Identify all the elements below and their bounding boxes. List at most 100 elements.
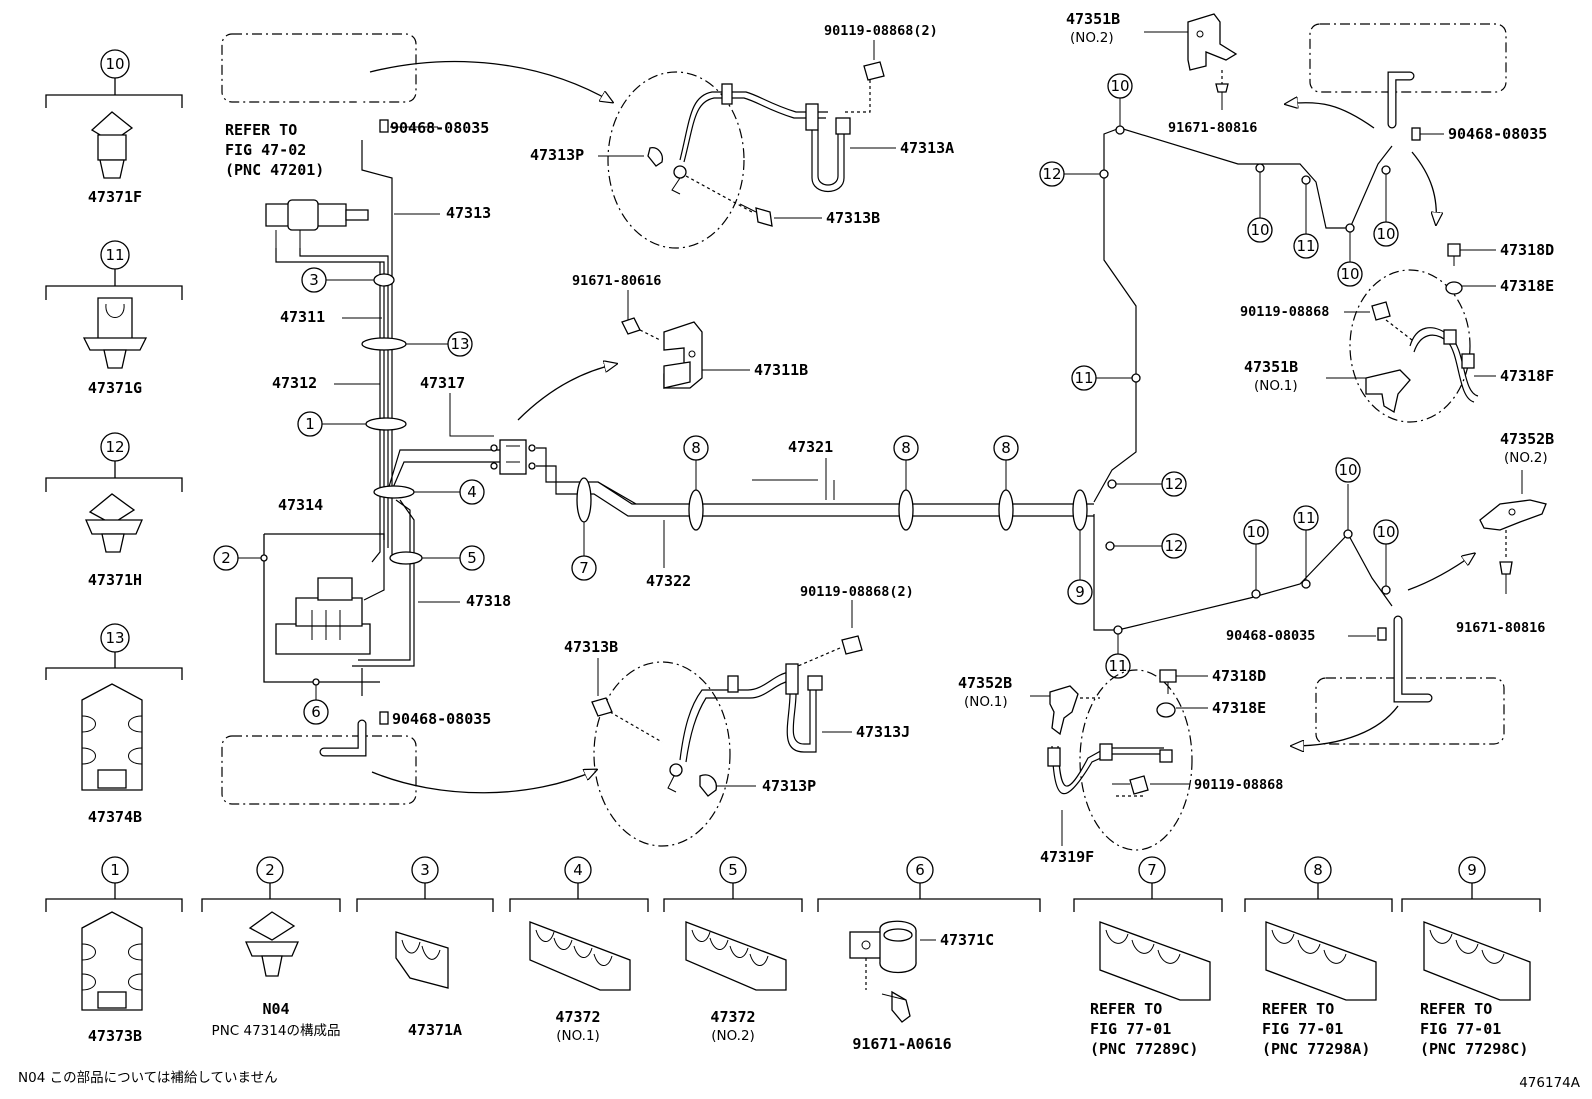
label-47318F: 47318F	[1500, 367, 1554, 385]
callout-12: 12	[105, 438, 124, 456]
label-91671-80616: 91671-80616	[572, 273, 661, 289]
front-right-hose: 47318D 47318E 90119-08868 47318F 47351B …	[1240, 241, 1554, 423]
callout-8-main-c: 8	[1001, 439, 1011, 457]
callout-5-main: 5	[467, 549, 477, 567]
callout-12-right-a: 12	[1042, 165, 1061, 183]
callout-2-main: 2	[221, 549, 231, 567]
clip-group-6: 6 47371C 91671-A0616	[817, 856, 1041, 1053]
label-47371G: 47371G	[88, 379, 142, 397]
label-90468-08035-a: 90468-08035	[390, 119, 489, 137]
figure-id: 476174A	[1519, 1075, 1581, 1091]
callout-11-right-c: 11	[1108, 657, 1127, 675]
callout-9-main: 9	[1075, 583, 1085, 601]
callout-11-right-a: 11	[1296, 237, 1315, 255]
label-47352B-no1-sub: (NO.1)	[964, 694, 1008, 710]
label-47351B-no2-sub: (NO.2)	[1070, 30, 1114, 46]
callout-10-right-a: 10	[1110, 77, 1129, 95]
refer-77298a-2: FIG 77-01	[1262, 1020, 1343, 1038]
callout-12-right-b: 12	[1164, 475, 1183, 493]
label-47351B-no1: 47351B	[1244, 358, 1298, 376]
label-91671-80816-a: 91671-80816	[1168, 120, 1257, 136]
refer-47201-2: FIG 47-02	[225, 141, 306, 159]
clip-group-8: 8 REFER TO FIG 77-01 (PNC 77298A)	[1244, 856, 1393, 1058]
callout-11-right-d: 11	[1296, 509, 1315, 527]
bracket-47352B-no2: 47352B (NO.2) 91671-80816	[1407, 430, 1554, 636]
callout-2-bottom: 2	[265, 861, 275, 879]
label-47312: 47312	[272, 374, 317, 392]
callout-8-bottom: 8	[1313, 861, 1323, 879]
callout-9-bottom: 9	[1467, 861, 1477, 879]
label-90468-08035-b: 90468-08035	[392, 710, 491, 728]
master-cylinder	[265, 199, 369, 248]
clip-group-7: 7 REFER TO FIG 77-01 (PNC 77289C)	[1073, 856, 1223, 1058]
label-47318E-a: 47318E	[1500, 277, 1554, 295]
label-47352B-no2-sub: (NO.2)	[1504, 450, 1548, 466]
clip-group-1: 1 47373B	[45, 856, 183, 1045]
callout-5-bottom: 5	[728, 861, 738, 879]
refer-77289c-2: FIG 77-01	[1090, 1020, 1171, 1038]
label-47313B-a: 47313B	[826, 209, 880, 227]
label-47371H: 47371H	[88, 571, 142, 589]
refer-77298c-1: REFER TO	[1420, 1000, 1492, 1018]
callout-10-right-e: 10	[1246, 523, 1265, 541]
callout-4-bottom: 4	[573, 861, 583, 879]
label-91671-A0616: 91671-A0616	[852, 1035, 951, 1053]
front-right-tube-area: 90468-08035	[1286, 23, 1547, 224]
rear-hose-assembly: 90119-08868(2) 47313B 47313J 47313P	[564, 584, 914, 847]
callout-11: 11	[105, 246, 124, 264]
label-47372-no2-sub: (NO.2)	[711, 1028, 755, 1044]
callout-6-bottom: 6	[915, 861, 925, 879]
callout-1-main: 1	[305, 415, 315, 433]
label-47311B: 47311B	[754, 361, 808, 379]
callout-6-main: 6	[311, 703, 321, 721]
main-brake-tubes: 47321 47322 7 8 8 8 9	[536, 435, 1094, 605]
callout-12-right-c: 12	[1164, 537, 1183, 555]
clip-group-3: 3 47371A	[356, 856, 494, 1039]
label-N04: N04	[262, 1000, 289, 1018]
label-90468-08035-c: 90468-08035	[1448, 125, 1547, 143]
callout-7-main: 7	[579, 559, 589, 577]
label-47313: 47313	[446, 204, 491, 222]
callout-3: 3	[309, 271, 319, 289]
front-left-tube-area: 90468-08035 REFER TO FIG 47-02 (PNC 4720…	[221, 33, 612, 179]
callout-7-bottom: 7	[1147, 861, 1157, 879]
clip-group-11: 11 47371G	[45, 240, 183, 397]
bracket-47311B: 91671-80616 47311B	[572, 273, 808, 389]
refer-77289c-1: REFER TO	[1090, 1000, 1162, 1018]
label-91671-80816-b: 91671-80816	[1456, 620, 1545, 636]
label-47371A: 47371A	[408, 1021, 462, 1039]
label-47351B-no2: 47351B	[1066, 10, 1120, 28]
right-routing: 10 12 10 11 10 10 11 12 12	[1039, 73, 1399, 679]
callout-4-main: 4	[467, 483, 477, 501]
label-90119-08868-2-b: 90119-08868(2)	[800, 584, 914, 600]
note-pnc-47314: PNC 47314の構成品	[212, 1023, 341, 1039]
rear-right-tube-area: 90468-08035	[1226, 615, 1505, 746]
label-47374B: 47374B	[88, 808, 142, 826]
label-47314: 47314	[278, 496, 323, 514]
label-90119-08868-d: 90119-08868	[1194, 777, 1283, 793]
label-47351B-no1-sub: (NO.1)	[1254, 378, 1298, 394]
union-joint	[490, 364, 616, 475]
label-47371F: 47371F	[88, 188, 142, 206]
rear-left-tube-area: 90468-08035	[221, 710, 596, 805]
tube-bundle: 47313	[275, 140, 500, 696]
bundle-callouts: 3 47311 13 47312 1 47317 4 47314 2 5 473…	[213, 267, 511, 725]
callout-10-right-d: 10	[1376, 225, 1395, 243]
callout-10-right-b: 10	[1250, 221, 1269, 239]
label-47352B-no2: 47352B	[1500, 430, 1554, 448]
refer-77298a-3: (PNC 77298A)	[1262, 1040, 1370, 1058]
label-47318: 47318	[466, 592, 511, 610]
label-47321: 47321	[788, 438, 833, 456]
callout-1-bottom: 1	[110, 861, 120, 879]
label-47313A: 47313A	[900, 139, 954, 157]
clip-group-5: 5 47372 (NO.2)	[663, 856, 803, 1044]
clip-group-13: 13 47374B	[45, 623, 183, 826]
clip-group-12: 12 47371H	[45, 432, 183, 589]
refer-47201-3: (PNC 47201)	[225, 161, 324, 179]
label-47318D-b: 47318D	[1212, 667, 1266, 685]
refer-77298c-2: FIG 77-01	[1420, 1020, 1501, 1038]
label-47352B-no1: 47352B	[958, 674, 1012, 692]
label-47318D-a: 47318D	[1500, 241, 1554, 259]
label-90119-08868-c: 90119-08868	[1240, 304, 1329, 320]
